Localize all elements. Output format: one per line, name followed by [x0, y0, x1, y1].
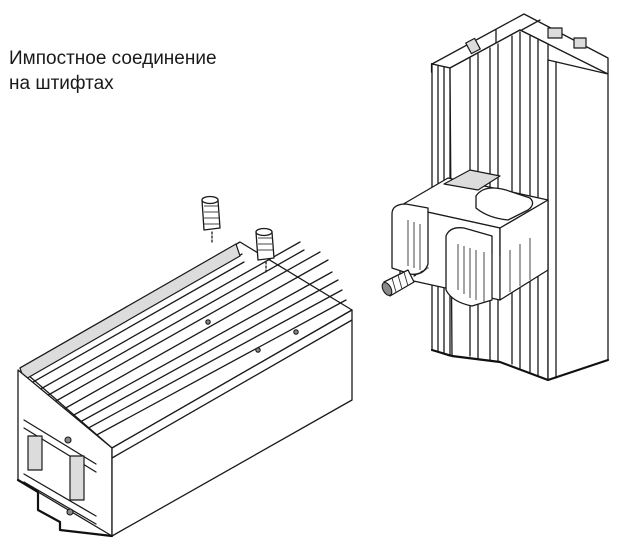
transom-profile	[16, 241, 353, 538]
caption-line-1: Импостное соединение	[9, 48, 217, 69]
diagram-caption: Импостное соединение на штифтах	[9, 46, 217, 96]
pin-icon	[201, 195, 221, 245]
pin-icon	[255, 227, 275, 273]
caption-line-2: на штифтах	[9, 73, 114, 94]
connector-block	[391, 169, 549, 307]
pin-icon	[381, 267, 429, 297]
